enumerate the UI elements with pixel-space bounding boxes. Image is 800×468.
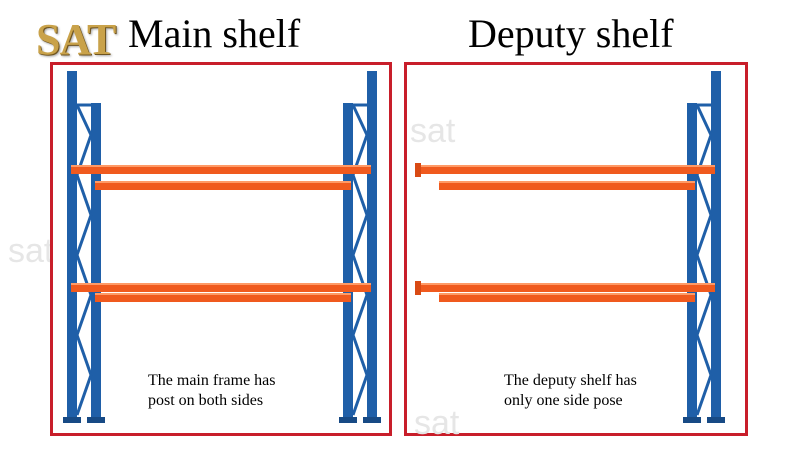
sat-logo: SAT xyxy=(36,15,116,64)
right-upright xyxy=(339,71,381,423)
caption-line: The deputy shelf has xyxy=(504,372,637,389)
watermark: sat xyxy=(8,232,54,270)
right-upright xyxy=(683,71,725,423)
caption-line: post on both sides xyxy=(148,392,264,409)
deputy-shelf-panel: The deputy shelf has only one side pose xyxy=(404,62,748,436)
lower-beams xyxy=(415,281,715,302)
lower-beams xyxy=(71,283,371,302)
main-shelf-rack-illustration xyxy=(63,71,381,423)
caption-line: only one side pose xyxy=(504,392,623,409)
deputy-shelf-heading: Deputy shelf xyxy=(468,11,674,56)
upper-beams xyxy=(415,163,715,190)
main-shelf-panel: The main frame has post on both sides xyxy=(50,62,392,436)
caption-line: The main frame has xyxy=(148,372,276,389)
upper-beams xyxy=(71,165,371,190)
deputy-shelf-caption: The deputy shelf has only one side pose xyxy=(504,371,637,411)
deputy-shelf-rack-illustration xyxy=(415,71,725,423)
main-shelf-heading: Main shelf xyxy=(128,11,301,56)
main-shelf-caption: The main frame has post on both sides xyxy=(148,371,276,411)
left-upright xyxy=(63,71,105,423)
